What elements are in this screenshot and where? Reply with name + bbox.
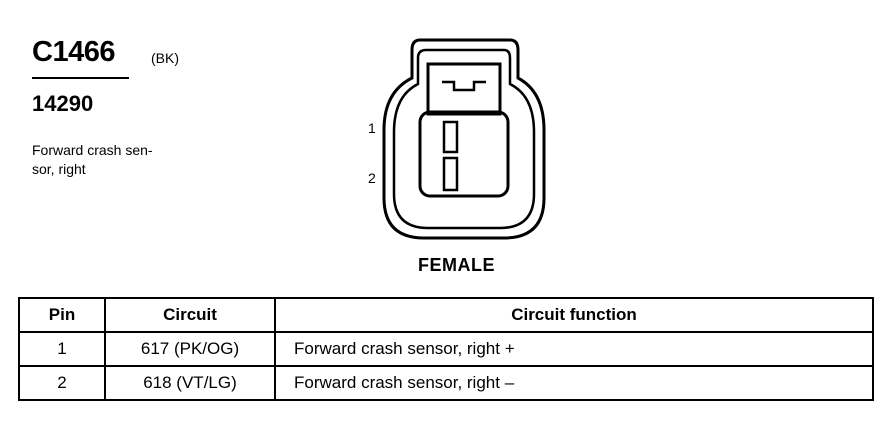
connector-gender: FEMALE <box>418 255 495 275</box>
table-header-row: Pin Circuit Circuit function <box>18 297 874 333</box>
header-circuit-function: Circuit function <box>274 297 874 333</box>
connector-face-diagram <box>382 38 546 240</box>
header-pin: Pin <box>18 297 106 333</box>
connector-outer-shell <box>382 38 546 240</box>
terminal-cavity-block <box>418 110 510 198</box>
cell-pin: 1 <box>18 331 106 367</box>
pin-label-2: 2 <box>368 170 376 186</box>
description-line-1: Forward crash sen- <box>32 142 153 158</box>
pin-label-1: 1 <box>368 120 376 136</box>
locking-tab <box>426 62 502 116</box>
cell-circuit: 617 (PK/OG) <box>104 331 276 367</box>
connector-description: Forward crash sen- sor, right <box>32 141 153 179</box>
terminal-slot-1 <box>442 120 459 154</box>
pinout-table: Pin Circuit Circuit function 1 617 (PK/O… <box>18 297 874 401</box>
cell-circuit: 618 (VT/LG) <box>104 365 276 401</box>
cell-pin: 2 <box>18 365 106 401</box>
description-line-2: sor, right <box>32 161 86 177</box>
header-circuit: Circuit <box>104 297 276 333</box>
terminal-slot-2 <box>442 156 459 192</box>
cell-function: Forward crash sensor, right – <box>274 365 874 401</box>
connector-id: C1466 <box>32 36 115 68</box>
connector-inner-shell <box>392 48 536 230</box>
part-number: 14290 <box>32 91 94 116</box>
table-row: 2 618 (VT/LG) Forward crash sensor, righ… <box>18 365 874 401</box>
cell-function: Forward crash sensor, right + <box>274 331 874 367</box>
title-underline <box>32 77 129 79</box>
locking-tab-notch <box>442 80 486 92</box>
connector-color: (BK) <box>151 50 179 66</box>
table-row: 1 617 (PK/OG) Forward crash sensor, righ… <box>18 331 874 367</box>
